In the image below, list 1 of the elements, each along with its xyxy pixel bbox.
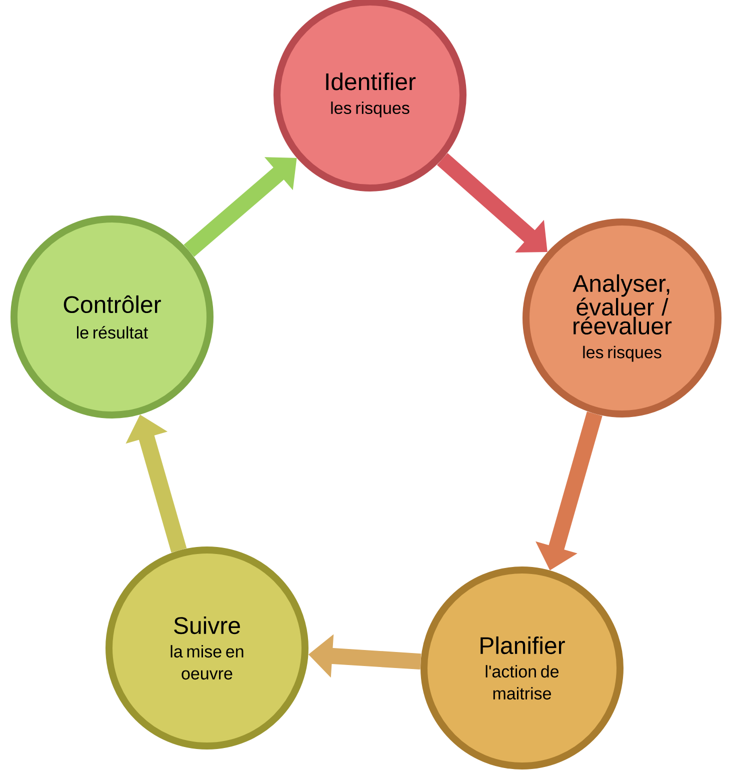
block-arrow <box>436 152 548 252</box>
